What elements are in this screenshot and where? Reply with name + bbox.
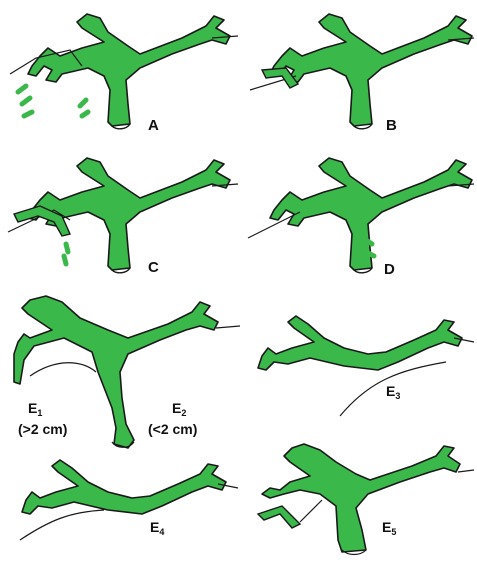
note-e2: (<2 cm) (148, 421, 197, 437)
label-e1: E1 (28, 400, 42, 418)
label-e3: E3 (386, 383, 400, 401)
panel-a: A (10, 14, 238, 134)
label-d: D (384, 261, 395, 278)
panel-e5: E5 (258, 444, 474, 555)
label-e5: E5 (382, 519, 396, 537)
panel-d: D (248, 158, 474, 278)
panel-e3: E3 (258, 316, 474, 416)
label-a: A (148, 117, 159, 134)
note-e1: (>2 cm) (18, 421, 67, 437)
label-e2: E2 (172, 400, 186, 418)
label-b: B (386, 117, 397, 134)
panel-e4: E4 (20, 460, 238, 540)
panel-e1-e2: E1 (>2 cm) E2 (<2 cm) (14, 296, 240, 448)
label-c: C (148, 259, 159, 276)
panel-c: C (8, 158, 238, 276)
panel-b: B (250, 14, 474, 134)
label-e4: E4 (150, 519, 164, 537)
